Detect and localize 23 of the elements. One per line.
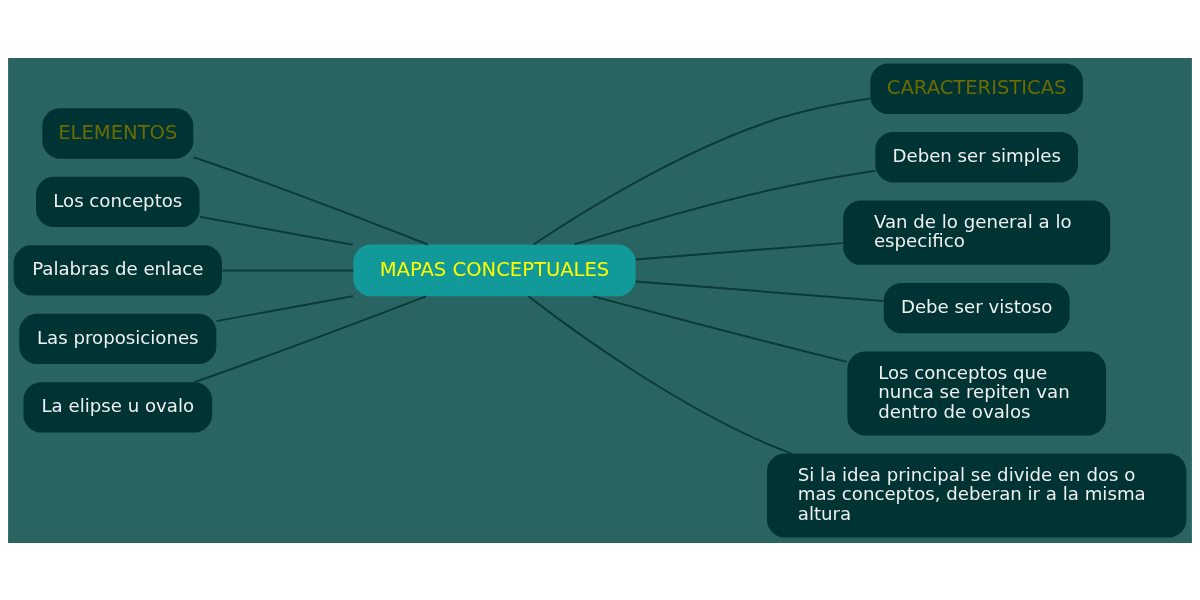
- connector: [221, 268, 355, 271]
- node-box: La elipse u ovalo: [23, 381, 213, 433]
- connector: [634, 279, 885, 302]
- node-box: Palabras de enlace: [13, 244, 222, 296]
- node-box: Debe ser vistoso: [883, 282, 1070, 333]
- node-box: MAPAS CONCEPTUALES: [353, 244, 636, 296]
- connector: [592, 294, 848, 363]
- node-box: Van de lo general a lo especifico: [843, 200, 1111, 265]
- node-box: Deben ser simples: [875, 131, 1078, 182]
- node-box: Si la idea principal se divide en dos o mas conceptos, deberan ir a la misma altura: [767, 453, 1187, 537]
- connector: [527, 294, 793, 454]
- connector: [193, 294, 427, 383]
- connector: [215, 294, 354, 322]
- connector: [573, 169, 877, 245]
- connector: [532, 97, 872, 245]
- node-box: Los conceptos que nunca se repiten van dentro de ovalos: [847, 351, 1106, 435]
- node-box: Los conceptos: [36, 176, 200, 227]
- node-box: Las proposiciones: [19, 313, 217, 364]
- connector: [198, 215, 354, 246]
- node-box: ELEMENTOS: [42, 107, 194, 159]
- connector: [192, 155, 429, 245]
- node-box: CARACTERISTICAS: [870, 63, 1083, 114]
- connector: [634, 241, 844, 260]
